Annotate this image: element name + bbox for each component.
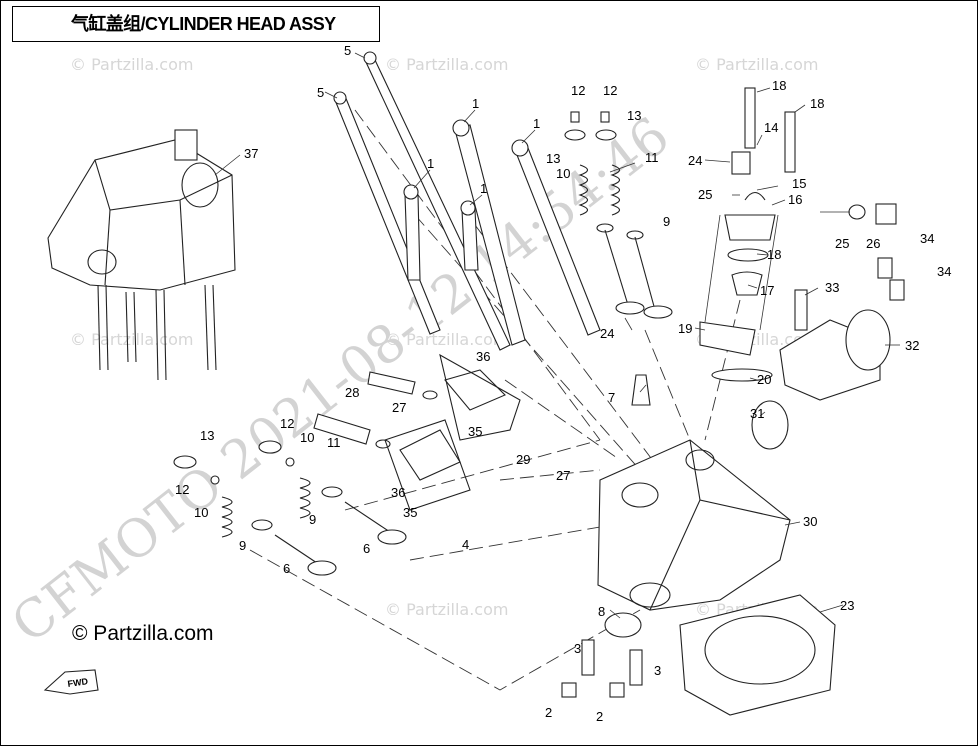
callout-33: 33 [825, 280, 839, 295]
callout-2: 2 [596, 709, 603, 724]
callout-labels: 5 5 1 1 1 1 37 12 12 13 13 10 11 9 24 7 … [175, 43, 951, 724]
callout-9: 9 [663, 214, 670, 229]
callout-22: 24 [600, 326, 614, 341]
watermark-text: © Partzilla.com [70, 55, 193, 74]
callout-10: 10 [194, 505, 208, 520]
callout-6: 6 [363, 541, 370, 556]
callout-27: 27 [392, 400, 406, 415]
callout-18: 18 [810, 96, 824, 111]
callout-21: 20 [757, 372, 771, 387]
callout-31: 31 [750, 406, 764, 421]
watermark-text: © Partzilla.com [385, 600, 508, 619]
callout-2: 2 [545, 705, 552, 720]
leader-lines [214, 52, 900, 619]
watermark-text: © Partzilla.com [70, 330, 193, 349]
cylinder-head-assembled [47, 129, 236, 381]
callout-30: 30 [803, 514, 817, 529]
callout-12: 12 [175, 482, 189, 497]
callout-28: 28 [345, 385, 359, 400]
callout-6: 6 [283, 561, 290, 576]
callout-29: 29 [516, 452, 530, 467]
callout-9: 9 [309, 512, 316, 527]
callout-10: 10 [556, 166, 570, 181]
copyright-notice: © Partzilla.com [72, 622, 214, 645]
valve-train-upper [564, 111, 673, 406]
callout-12: 12 [603, 83, 617, 98]
callout-18: 18 [772, 78, 786, 93]
callout-26: 26 [866, 236, 880, 251]
callout-11: 11 [327, 435, 341, 450]
rocker-assembly [313, 353, 521, 511]
callout-25: 25 [698, 187, 712, 202]
callout-36: 36 [391, 485, 405, 500]
callout-36: 36 [476, 349, 490, 364]
callout-9: 9 [239, 538, 246, 553]
callout-1: 1 [480, 181, 487, 196]
callout-35: 35 [468, 424, 482, 439]
valve-train-lower [173, 440, 407, 576]
callout-23: 23 [840, 598, 854, 613]
callout-14: 14 [764, 120, 778, 135]
callout-13: 13 [546, 151, 560, 166]
watermark-text: © Partzilla.com [385, 55, 508, 74]
callout-11: 11 [645, 150, 659, 165]
callout-34: 34 [937, 264, 951, 279]
callout-3: 3 [654, 663, 661, 678]
callout-7: 7 [608, 390, 615, 405]
callout-5: 5 [344, 43, 351, 58]
callout-12: 12 [280, 416, 294, 431]
callout-25: 25 [835, 236, 849, 251]
diagram-title: 气缸盖组/CYLINDER HEAD ASSY [12, 6, 380, 42]
callout-1: 1 [427, 156, 434, 171]
coolant-outlet [751, 203, 905, 450]
callout-27: 27 [556, 468, 570, 483]
callout-4: 4 [462, 537, 469, 552]
watermark-text: © Partzilla.com [385, 330, 508, 349]
callout-24: 24 [688, 153, 702, 168]
cylinder-head [561, 439, 791, 698]
callout-1: 1 [472, 96, 479, 111]
fwd-label: FWD [67, 676, 89, 689]
fwd-arrow: FWD [43, 669, 99, 695]
callout-17: 17 [760, 283, 774, 298]
callout-13: 13 [627, 108, 641, 123]
callout-15: 15 [792, 176, 806, 191]
head-bolts [333, 51, 601, 351]
callout-12: 12 [571, 83, 585, 98]
callout-10: 10 [300, 430, 314, 445]
callout-8: 8 [598, 604, 605, 619]
callout-37: 37 [244, 146, 258, 161]
callout-32: 32 [905, 338, 919, 353]
callout-16: 16 [788, 192, 802, 207]
callout-3: 3 [574, 641, 581, 656]
head-gasket [679, 594, 836, 716]
callout-5: 5 [317, 85, 324, 100]
callout-20: 19 [678, 321, 692, 336]
callout-13: 13 [200, 428, 214, 443]
watermark-text: © Partzilla.com [695, 55, 818, 74]
callout-34: 34 [920, 231, 934, 246]
callout-1: 1 [533, 116, 540, 131]
callout-19: 18 [767, 247, 781, 262]
callout-35: 35 [403, 505, 417, 520]
